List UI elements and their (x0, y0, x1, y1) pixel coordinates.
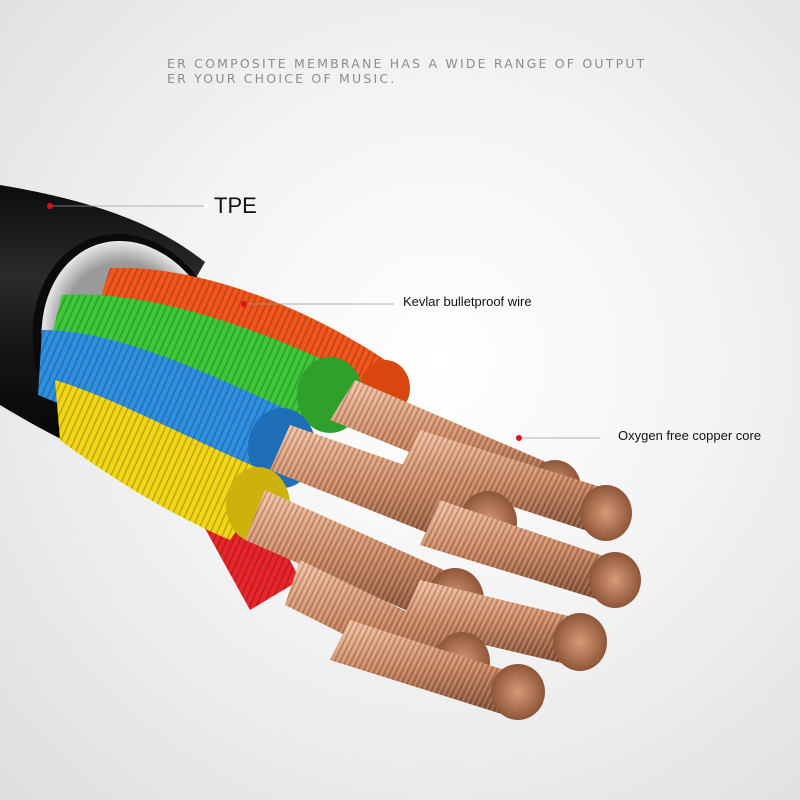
copper-cores (245, 380, 641, 720)
headline-line-1: ER COMPOSITE MEMBRANE HAS A WIDE RANGE O… (167, 56, 647, 71)
callout-kevlar-pointer (241, 301, 394, 307)
copper-bundle-2 (400, 430, 632, 541)
copper-bundle-6 (400, 580, 607, 671)
copper-core-label: Oxygen free copper core (618, 428, 762, 443)
copper-bundle-4 (420, 500, 641, 608)
callout-tpe-pointer (47, 203, 209, 209)
callout-copper-pointer (516, 435, 600, 441)
kevlar-label: Kevlar bulletproof wire (403, 294, 532, 309)
headline-line-2: ER YOUR CHOICE OF MUSIC. (167, 71, 397, 86)
copper-bundle-8 (330, 620, 545, 720)
tpe-label: TPE (214, 193, 257, 218)
